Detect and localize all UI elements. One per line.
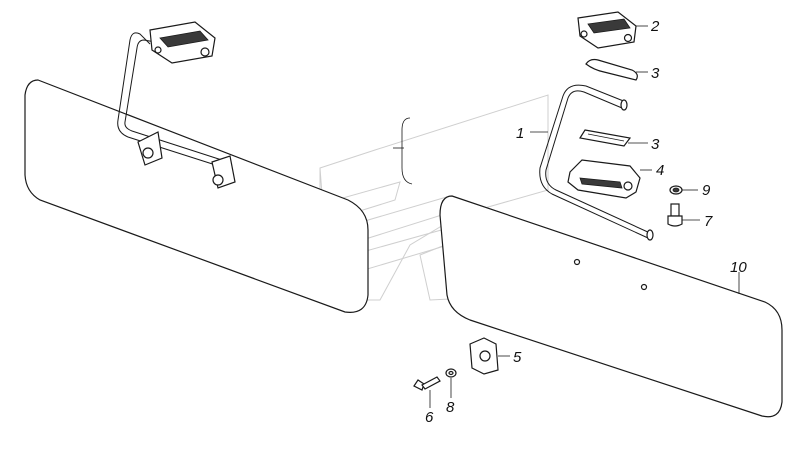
left-visor-clip [137, 131, 163, 166]
leader-lines [429, 25, 740, 408]
callout-8: 8 [446, 399, 455, 416]
mounting-indicator-line [401, 117, 413, 185]
left-visor-clip-2 [211, 155, 236, 189]
callout-6: 6 [425, 409, 434, 426]
left-top-hinge-bracket [149, 21, 216, 64]
callout-3-upper: 3 [651, 65, 660, 82]
left-visor-assembly [24, 21, 369, 313]
part-6-screw [413, 376, 441, 391]
left-visor-panel [24, 79, 369, 313]
part-3-spring-plate-upper [585, 58, 638, 81]
part-7-screw [667, 203, 683, 227]
callout-2: 2 [650, 18, 660, 35]
callout-3-lower: 3 [651, 136, 660, 153]
part-2-hinge-bracket [577, 11, 637, 49]
callout-7: 7 [704, 213, 713, 230]
callout-5: 5 [513, 349, 522, 366]
part-4-rod-holder [567, 159, 641, 199]
right-visor-panel [439, 195, 783, 418]
part-8-washer [445, 368, 457, 378]
left-visor-rod [117, 32, 226, 169]
callouts: 1 2 3 3 4 5 6 7 8 9 10 [425, 18, 747, 426]
part-5-clip [469, 337, 499, 375]
part-3-spring-plate-lower [579, 129, 632, 147]
callout-10: 10 [730, 259, 747, 276]
part-9-nut [669, 185, 683, 195]
callout-1: 1 [516, 125, 524, 142]
callout-9: 9 [702, 182, 711, 199]
part-1-rod [539, 84, 654, 241]
callout-4: 4 [656, 162, 664, 179]
